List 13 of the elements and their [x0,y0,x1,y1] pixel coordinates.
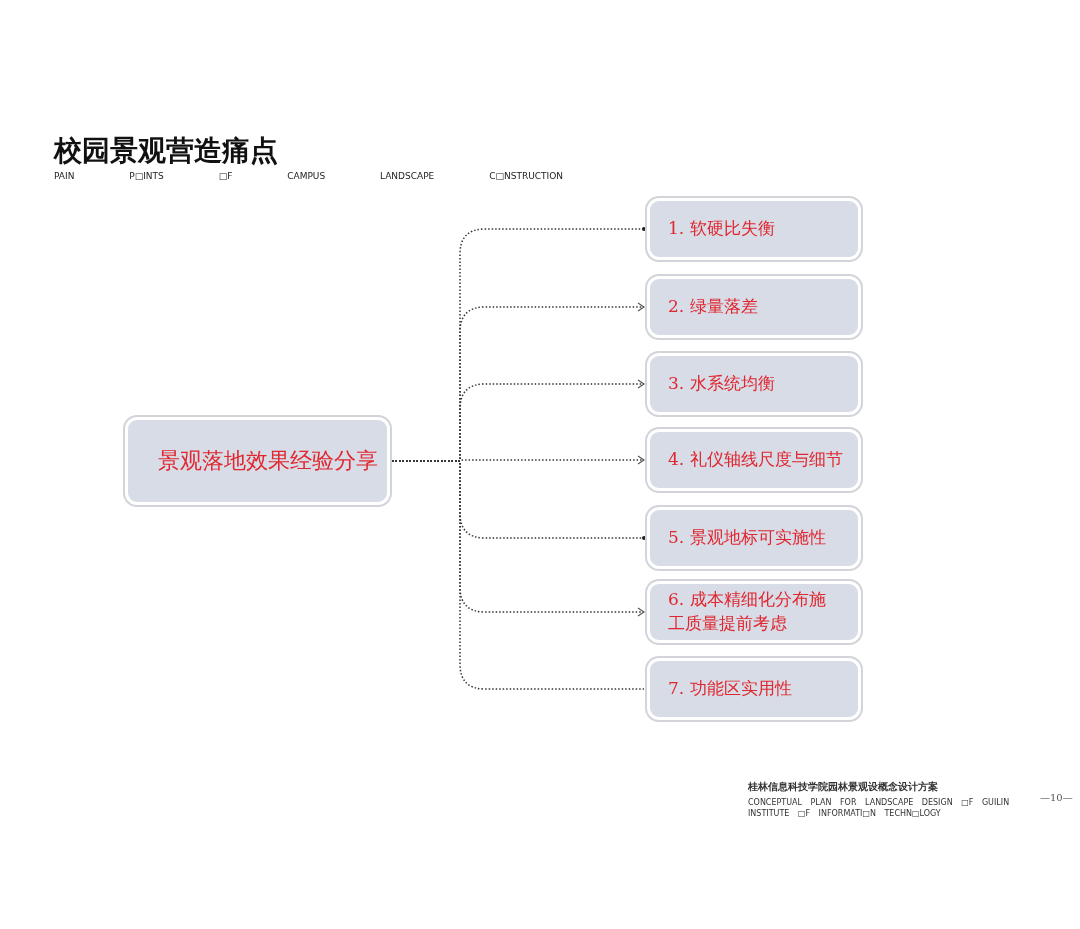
item-box: 6. 成本精细化分布施工质量提前考虑 [647,581,861,643]
title: 校园景观营造痛点 [54,133,278,169]
item-box: 2. 绿量落差 [647,276,861,338]
page-number: —10— [1040,792,1073,803]
item-box: 1. 软硬比失衡 [647,198,861,260]
item-box: 3. 水系统均衡 [647,353,861,415]
item-box: 4. 礼仪轴线尺度与细节 [647,429,861,491]
footer-subtitle: CONCEPTUAL PLAN FOR LANDSCAPE DESIGN □F GUILIN INSTITUTE □F INFORMATI□N TECHN□LOGY [748,797,1011,819]
topic-box: 景观落地效果经验分享 [125,417,390,505]
footer-title: 桂林信息科技学院园林景观设概念设计方案 [748,780,938,794]
subtitle: PAIN P□INTS □F CAMPUS LANDSCAPE C□NSTRUCTION [54,171,563,181]
item-box: 5. 景观地标可实施性 [647,507,861,569]
item-box: 7. 功能区实用性 [647,658,861,720]
